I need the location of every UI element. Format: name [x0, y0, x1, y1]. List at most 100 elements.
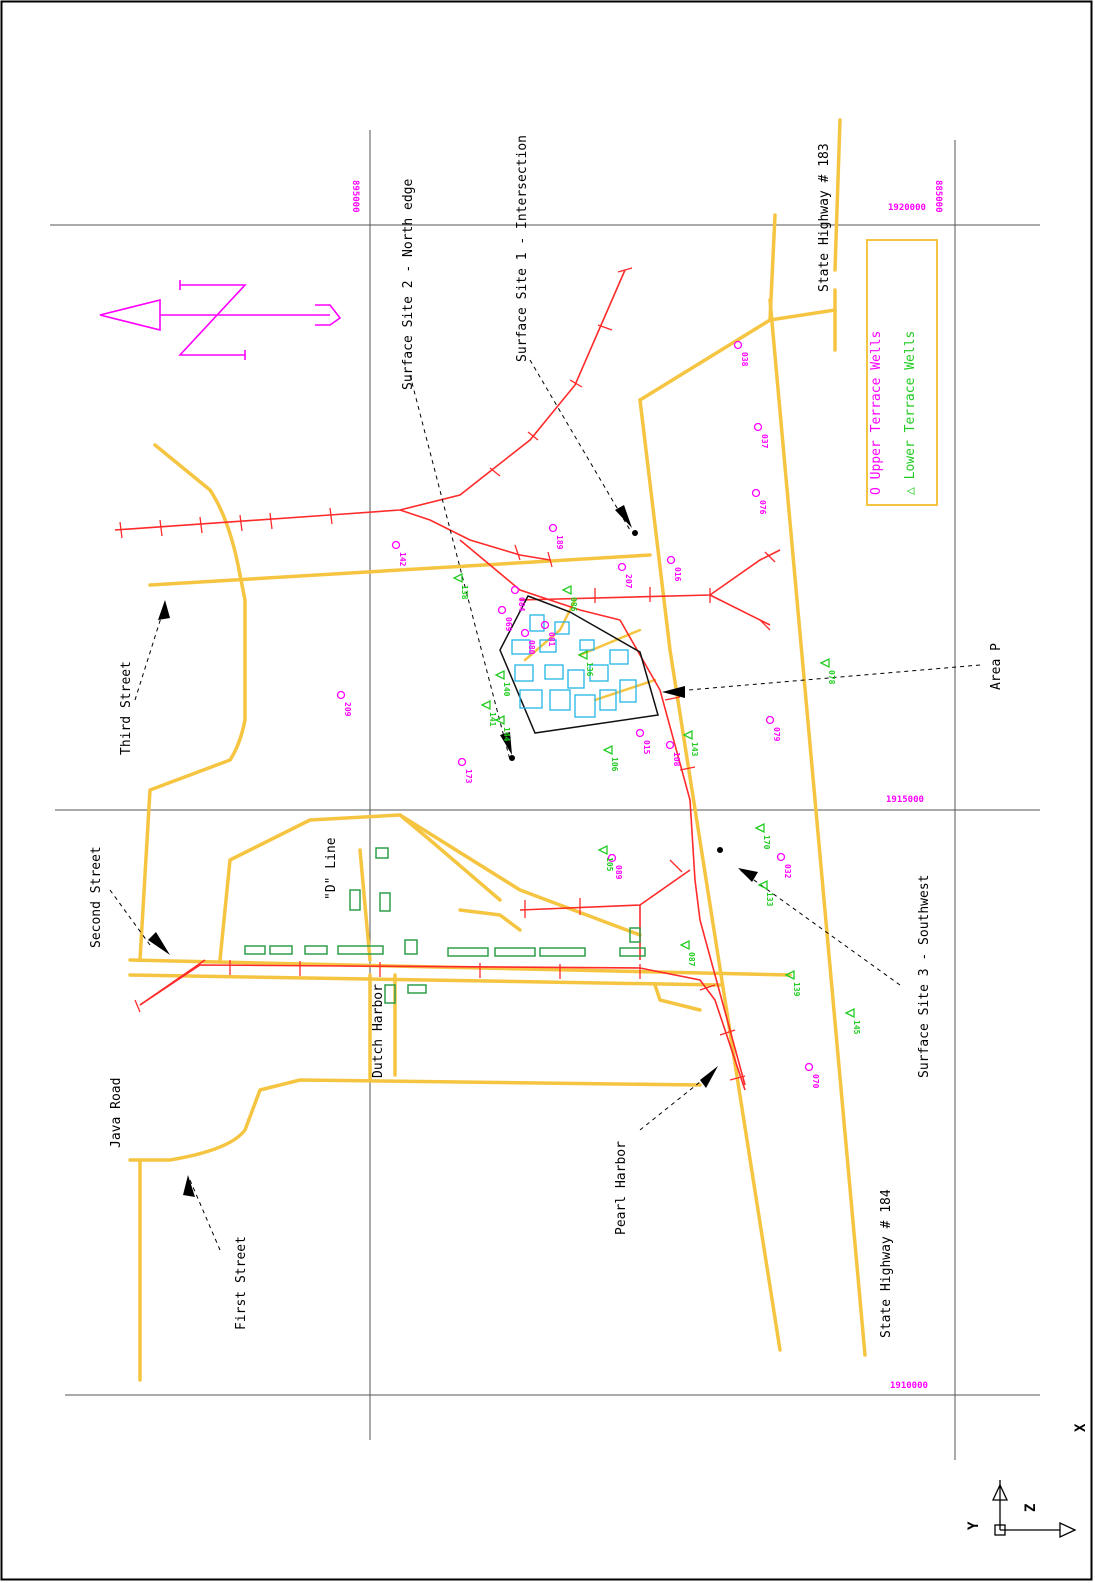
- well-marker-081: [540, 620, 550, 630]
- legend-box: [866, 239, 938, 506]
- grid-label-y1: 1920000: [888, 203, 926, 213]
- well-label-084: 084: [517, 597, 526, 612]
- label-third-street: Third Street: [119, 661, 134, 755]
- building: [384, 984, 396, 1004]
- well-marker-209: [336, 690, 346, 700]
- label-area-p: Area P: [989, 643, 1004, 690]
- building: [567, 669, 585, 689]
- road-d-line-loop: [218, 813, 642, 962]
- well-label-087: 087: [687, 952, 696, 967]
- building: [549, 689, 571, 711]
- well-label-108: 108: [672, 752, 681, 767]
- tick: [329, 507, 333, 525]
- coordinate-grid: [50, 130, 1040, 1460]
- axis-origin: [994, 1524, 1006, 1536]
- well-label-078: 078: [827, 670, 836, 685]
- well-marker-189: [548, 523, 558, 533]
- site-marker: [632, 530, 638, 536]
- well-label-079: 079: [772, 727, 781, 742]
- road-third-north: [138, 573, 247, 962]
- well-marker-079: [765, 715, 775, 725]
- building: [539, 639, 557, 653]
- well-marker-142: [391, 540, 401, 550]
- legend-upper: O Upper Terrace Wells: [869, 331, 884, 495]
- well-marker-076: [751, 488, 761, 498]
- well-marker-089: [607, 853, 617, 863]
- label-d-line: "D" Line: [324, 837, 339, 900]
- tick: [199, 516, 203, 534]
- building: [407, 984, 427, 994]
- well-marker-078: [819, 657, 830, 669]
- well-marker-207: [617, 562, 627, 572]
- buildings-green: [244, 847, 646, 1004]
- building: [244, 945, 266, 955]
- road-area-p-1: [523, 598, 577, 662]
- well-label-032: 032: [783, 864, 792, 879]
- well-label-105: 105: [605, 857, 614, 872]
- well-marker-069: [497, 605, 507, 615]
- road-main-row-2: [128, 973, 722, 987]
- well-label-189: 189: [555, 535, 564, 550]
- well-label-080: 080: [527, 640, 536, 655]
- well-marker-133: [757, 879, 768, 891]
- pipelines: [114, 269, 781, 1091]
- area-p-boundary: [499, 595, 659, 734]
- building: [494, 947, 536, 957]
- well-marker-170: [754, 822, 765, 834]
- well-marker-080: [520, 628, 530, 638]
- grid-label-y2: 1915000: [886, 795, 924, 805]
- arrowhead: [500, 732, 512, 755]
- well-marker-106: [602, 744, 613, 756]
- north-arrow-tail: [315, 304, 342, 326]
- leader-site3: [739, 869, 901, 986]
- leader-third-street: [134, 604, 166, 701]
- road-northwest: [153, 443, 242, 577]
- well-marker-086: [561, 584, 572, 596]
- well-label-207: 207: [624, 574, 633, 589]
- well-label-076: 076: [758, 500, 767, 515]
- arrowhead: [662, 686, 685, 698]
- well-label-173: 173: [464, 769, 473, 784]
- label-first-street: First Street: [234, 1236, 249, 1330]
- road-d-inner-2: [398, 813, 502, 902]
- building: [349, 889, 361, 911]
- well-label-016: 016: [673, 567, 682, 582]
- tick: [119, 521, 123, 539]
- arrowhead: [148, 932, 170, 955]
- arrowhead: [700, 1066, 718, 1088]
- site-marker: [509, 755, 515, 761]
- tick: [729, 1075, 746, 1081]
- pipeline-east: [519, 549, 781, 601]
- building: [511, 639, 531, 655]
- pipeline-branch: [399, 509, 551, 561]
- arrowhead: [738, 868, 758, 882]
- well-marker-173: [457, 757, 467, 767]
- road-third-street: [148, 553, 652, 587]
- pipeline-north: [114, 269, 626, 531]
- well-label-138: 138: [460, 585, 469, 600]
- well-label-142: 142: [398, 552, 407, 567]
- label-second-street: Second Street: [89, 846, 104, 948]
- tick: [569, 379, 583, 388]
- well-label-170: 170: [762, 835, 771, 850]
- well-label-015: 015: [642, 740, 651, 755]
- road-d-inner: [358, 848, 372, 962]
- pipeline-se-branch: [519, 869, 691, 911]
- axis-x-head: [1059, 1521, 1077, 1539]
- well-marker-032: [776, 852, 786, 862]
- arrowhead: [158, 600, 170, 620]
- building: [619, 947, 646, 957]
- tick: [514, 544, 521, 561]
- building: [375, 847, 389, 859]
- pipeline-south-east: [619, 619, 746, 1086]
- highway-184: [638, 398, 782, 1352]
- well-marker-015: [635, 728, 645, 738]
- leader-area-p: [664, 664, 981, 693]
- well-marker-038: [733, 340, 743, 350]
- well-label-038: 038: [740, 352, 749, 367]
- building: [529, 614, 545, 632]
- well-marker-070: [804, 1062, 814, 1072]
